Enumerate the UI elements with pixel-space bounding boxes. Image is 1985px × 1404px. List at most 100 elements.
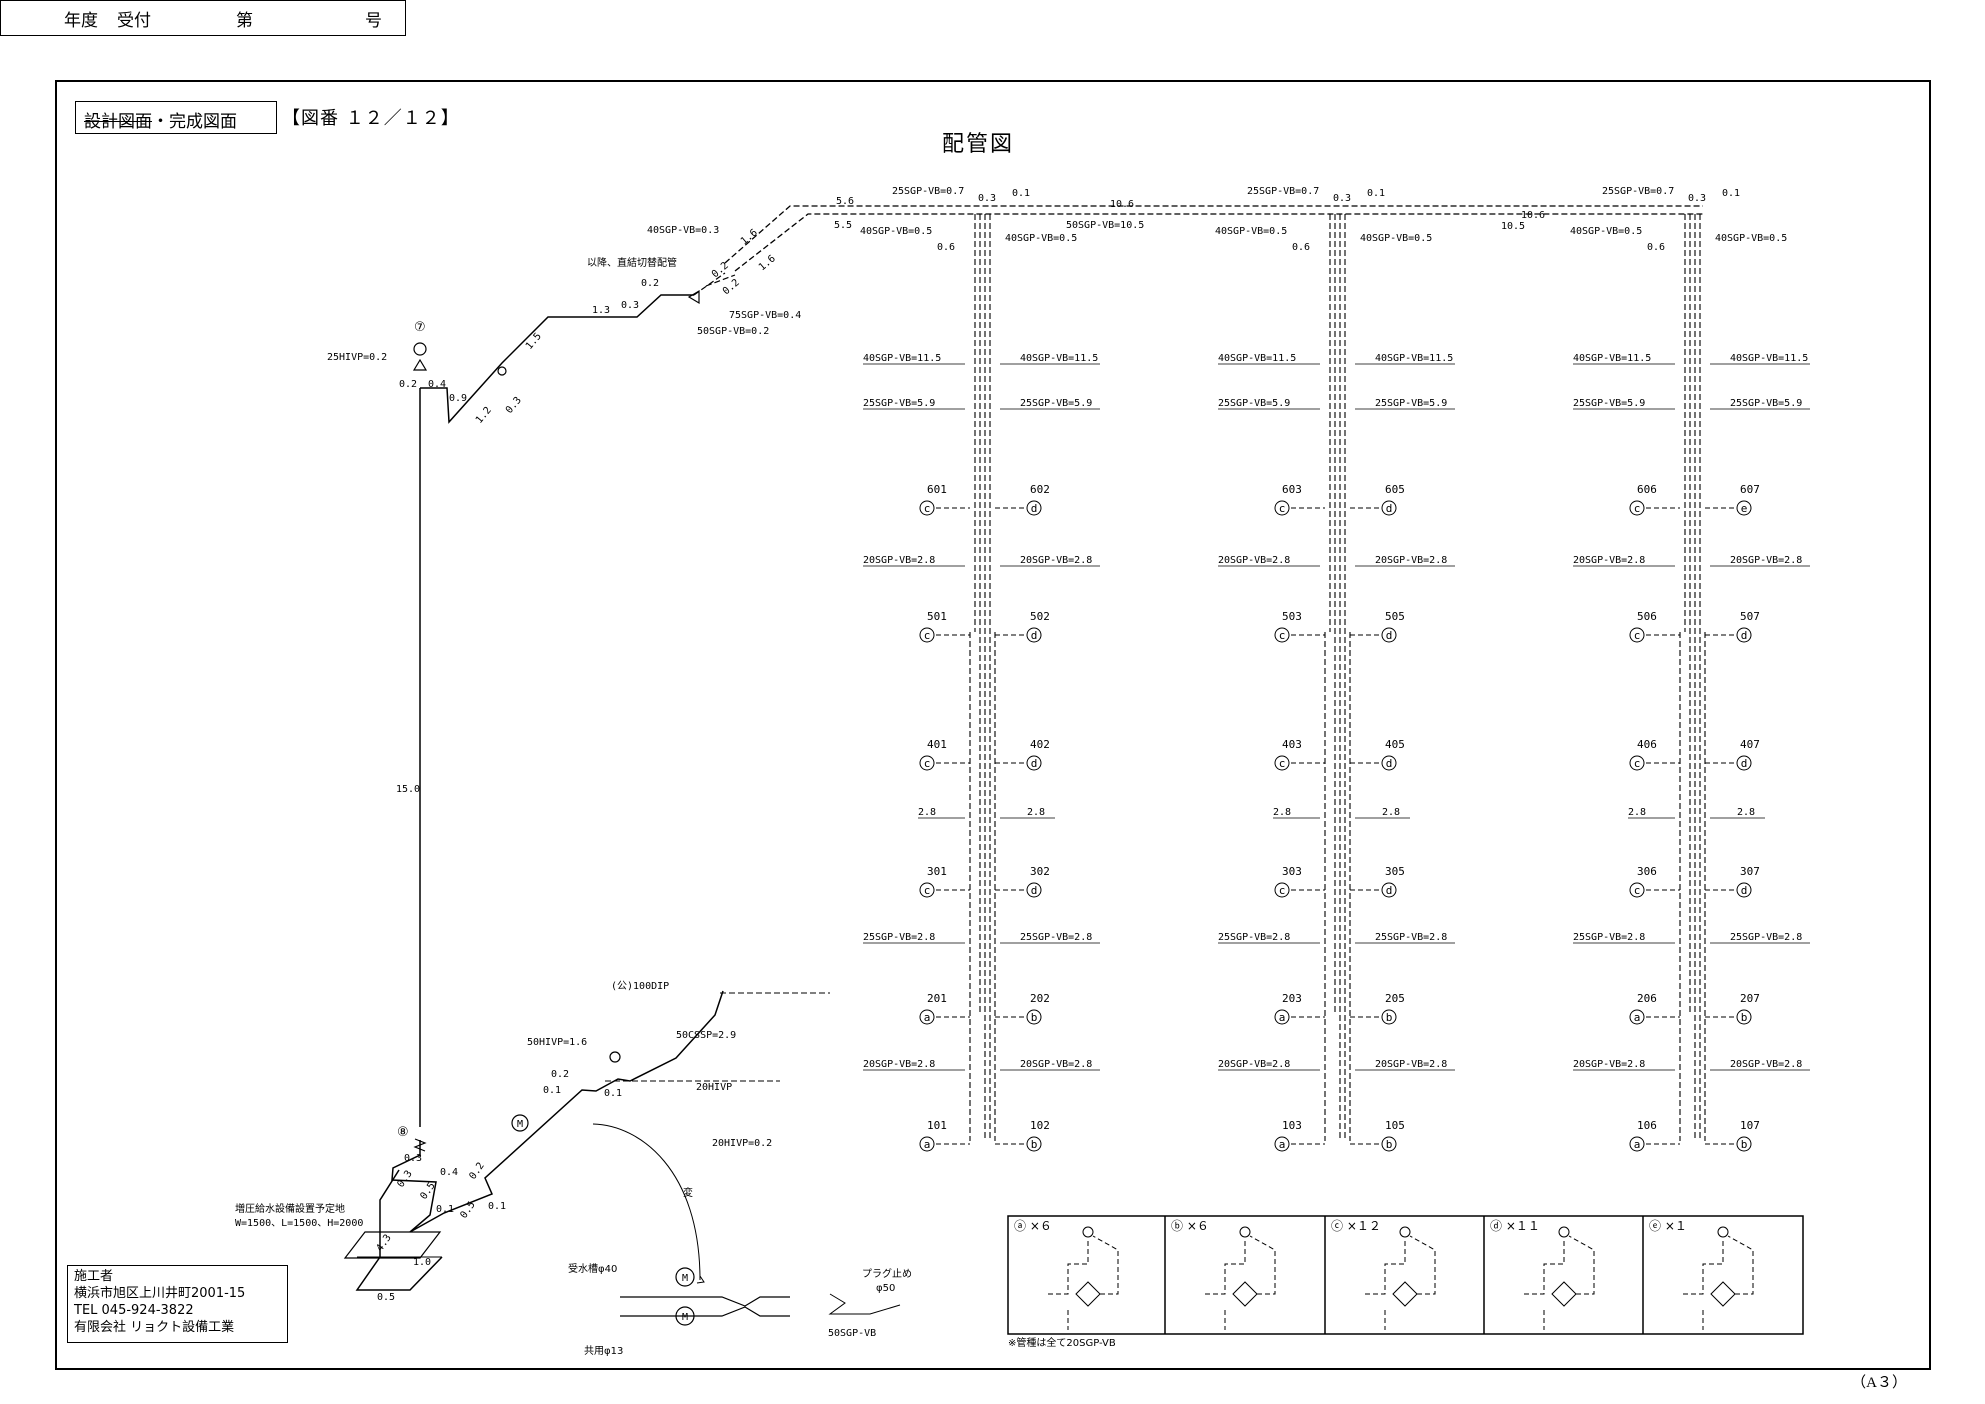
unit-type-letter: b (1741, 1011, 1748, 1024)
unit-number: 303 (1282, 865, 1302, 878)
unit-type-letter: c (1279, 629, 1286, 642)
contractor-tel: TEL 045-924-3822 (74, 1303, 194, 1318)
valve-handle-icon (497, 366, 507, 376)
label-0-5b: 0.5 (458, 1200, 477, 1221)
tank-meter-top-letter: M (682, 1273, 688, 1284)
riser-run-label-right: 20SGP-VB=2.8 (1730, 1059, 1802, 1070)
tank-meter-bottom-letter: M (682, 1312, 688, 1323)
unit-type-marker (1381, 755, 1397, 771)
unit-number: 203 (1282, 992, 1302, 1005)
label-0-2d: 0.2 (399, 379, 417, 390)
unit-type-letter: c (1279, 502, 1286, 515)
drawing-status-box: 設計図面・完成図面 (75, 101, 277, 134)
label-0-2c: 0.2 (721, 277, 742, 297)
label-0-1b: 0.1 (604, 1088, 622, 1099)
detail-key: ⓑ ×６ (1171, 1219, 1209, 1233)
unit-number: 401 (927, 738, 947, 751)
receipt-header-box: 年度 受付 第 号 (0, 0, 406, 36)
riser-top-label-b: 0.3 (1333, 193, 1351, 204)
label-0-3c: 0.3 (404, 1153, 422, 1164)
label-h25: 25HIVP=0.2 (327, 352, 387, 363)
unit-type-marker (1736, 627, 1752, 643)
label-phi50: φ50 (876, 1283, 895, 1294)
unit-number: 201 (927, 992, 947, 1005)
unit-type-letter: c (1634, 502, 1641, 515)
riser-top-label-c: 0.1 (1367, 188, 1385, 199)
detail-meter-icon (1717, 1226, 1729, 1238)
label-0-9: 0.9 (449, 393, 467, 404)
riser-run-label-left: 20SGP-VB=2.8 (1573, 555, 1645, 566)
header-run-lower (734, 213, 1703, 272)
detail-key: ⓐ ×６ (1014, 1219, 1052, 1233)
riser-run-label-left: 25SGP-VB=5.9 (1218, 398, 1290, 409)
unit-type-letter: c (924, 502, 931, 515)
label-1-6b: 1.6 (757, 253, 778, 273)
fittings (343, 289, 700, 1326)
header-run-label-3: 10.6 (1110, 199, 1134, 210)
unit-type-letter: a (924, 1138, 931, 1151)
label-v50b: 50SGP-VB (828, 1328, 876, 1339)
riser-top-label-a: 25SGP-VB=0.7 (892, 186, 964, 197)
unit-number: 301 (927, 865, 947, 878)
unit-type-marker (1274, 627, 1290, 643)
unit-type-letter: d (1386, 757, 1393, 770)
detail-valve-icon (1392, 1281, 1418, 1307)
detail-meter-icon (1082, 1226, 1094, 1238)
unit-type-marker (919, 755, 935, 771)
label-1-5: 1.5 (524, 331, 544, 352)
meter-letters: M M M (517, 1119, 688, 1323)
riser-run-label-left: 25SGP-VB=2.8 (1218, 932, 1290, 943)
unit-type-marker (1274, 882, 1290, 898)
riser-run-label-right: 25SGP-VB=2.8 (1020, 932, 1092, 943)
riser-run-label-right: 25SGP-VB=5.9 (1375, 398, 1447, 409)
unit-number: 501 (927, 610, 947, 623)
riser-top-label-c: 0.1 (1012, 188, 1030, 199)
riser-top-label-a: 25SGP-VB=0.7 (1602, 186, 1674, 197)
dai-label: 第 (236, 11, 253, 31)
meter-icon (511, 1114, 529, 1132)
unit-type-letter: b (1741, 1138, 1748, 1151)
label-c50: 50CSSP=2.9 (676, 1030, 736, 1041)
riser-run-label-left: 25SGP-VB=2.8 (863, 932, 935, 943)
feed-to-header (693, 272, 736, 296)
unit-type-marker (1274, 500, 1290, 516)
label-0-5c: 0.5 (377, 1292, 395, 1303)
unit-type-letter: b (1386, 1011, 1393, 1024)
unit-type-marker (1381, 500, 1397, 516)
label-0-2: 0.2 (641, 278, 659, 289)
riser-run-label-left: 2.8 (1628, 807, 1646, 818)
unit-number: 207 (1740, 992, 1760, 1005)
riser-top-label-d: 40SGP-VB=0.5 (1570, 226, 1642, 237)
meter-7-label: ⑦ (414, 320, 426, 335)
unit-type-marker (1629, 1136, 1645, 1152)
unit-number: 605 (1385, 483, 1405, 496)
riser-run-label-right: 25SGP-VB=2.8 (1730, 932, 1802, 943)
label-0-1a: 0.1 (543, 1085, 561, 1096)
unit-type-marker (1629, 627, 1645, 643)
header-run-upper (724, 205, 1703, 264)
unit-type-letter: e (1741, 502, 1748, 515)
feed-labels: 40SGP-VB=0.3 以降、直結切替配管 0.2 1.3 0.3 1.6 1… (235, 225, 912, 1357)
unit-type-letter: a (1279, 1138, 1286, 1151)
riser-top-label-b: 0.3 (1688, 193, 1706, 204)
unit-type-letter: d (1386, 884, 1393, 897)
unit-type-marker (919, 627, 935, 643)
riser-run-label-left: 25SGP-VB=5.9 (1573, 398, 1645, 409)
riser-run-label-left: 2.8 (1273, 807, 1291, 818)
riser-top-label-e: 40SGP-VB=0.5 (1005, 233, 1077, 244)
unit-type-letter: d (1386, 502, 1393, 515)
unit-type-marker (1629, 755, 1645, 771)
header-run-label-1: 5.6 (836, 196, 854, 207)
header-runs (724, 205, 1703, 272)
unit-number: 503 (1282, 610, 1302, 623)
unit-type-marker (1274, 1136, 1290, 1152)
detail-key: ⓓ ×１１ (1490, 1219, 1540, 1233)
unit-type-marker (1629, 500, 1645, 516)
label-4-3: 4.3 (374, 1233, 393, 1254)
unit-type-marker (1736, 755, 1752, 771)
detail-valve-icon (1710, 1281, 1736, 1307)
unit-type-letter: c (1279, 884, 1286, 897)
riser-run-label-right: 40SGP-VB=11.5 (1020, 353, 1098, 364)
